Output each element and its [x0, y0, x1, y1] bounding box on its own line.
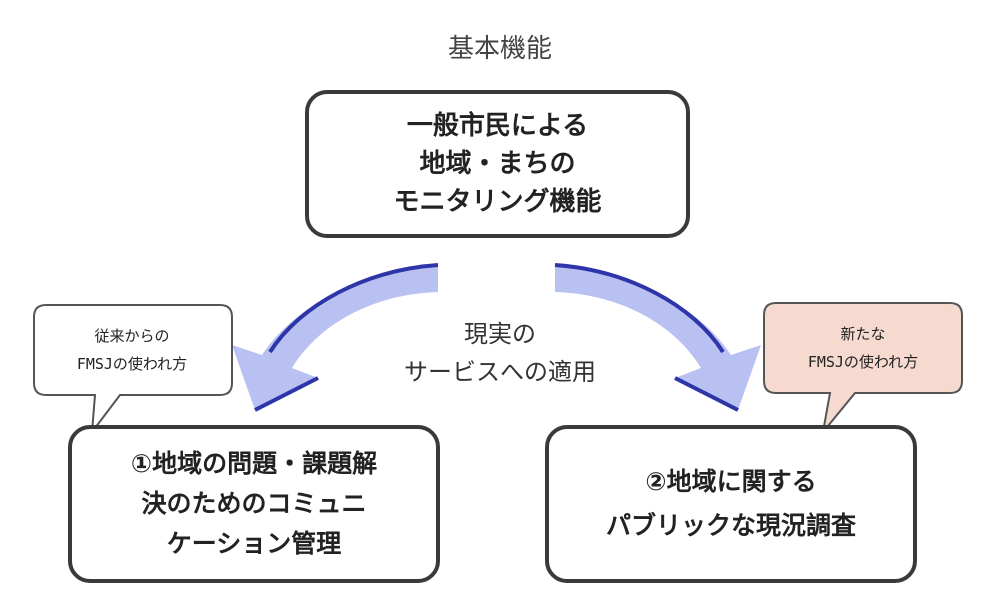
- top-box: 一般市民による 地域・まちの モニタリング機能: [305, 90, 690, 238]
- left-curved-arrow: [232, 263, 439, 412]
- left-callout-bubble: [33, 304, 233, 436]
- left-arrow-edge: [268, 263, 439, 354]
- right-box-line: ②地域に関する: [645, 467, 817, 496]
- right-box-line: パブリックな現況調査: [605, 511, 856, 540]
- left-arrow-tip-edge: [254, 376, 319, 412]
- top-box-line: 一般市民による: [406, 111, 589, 141]
- center-label: 現実の サービスへの適用: [345, 315, 655, 391]
- left-arrow-body: [232, 265, 438, 410]
- top-box-line: モニタリング機能: [393, 187, 602, 217]
- right-callout-bubble: [763, 302, 963, 436]
- right-curved-arrow: [554, 263, 761, 412]
- center-label-line: 現実の: [464, 320, 536, 348]
- left-box-line: ケーション管理: [166, 529, 342, 558]
- center-label-line: サービスへの適用: [404, 358, 596, 386]
- left-callout-line: 従来からの: [94, 327, 170, 345]
- right-box: ②地域に関する パブリックな現況調査: [545, 425, 917, 583]
- right-callout-line: 新たな: [840, 325, 886, 343]
- left-box-line: ①地域の問題・課題解: [130, 449, 378, 478]
- diagram-title: 基本機能: [447, 34, 552, 64]
- top-box-line: 地域・まちの: [419, 149, 576, 179]
- right-callout-text: 新たな FMSJの使われ方: [763, 303, 963, 393]
- right-arrow-tip-edge: [674, 376, 739, 412]
- left-box: ①地域の問題・課題解 決のためのコミュニ ケーション管理: [68, 425, 440, 583]
- left-box-line: 決のためのコミュニ: [141, 489, 367, 518]
- left-callout-text: 従来からの FMSJの使われ方: [32, 305, 232, 395]
- left-callout-line: FMSJの使われ方: [76, 355, 188, 373]
- right-arrow-edge: [554, 263, 725, 354]
- right-callout-line: FMSJの使われ方: [807, 353, 919, 371]
- right-arrow-body: [555, 265, 761, 410]
